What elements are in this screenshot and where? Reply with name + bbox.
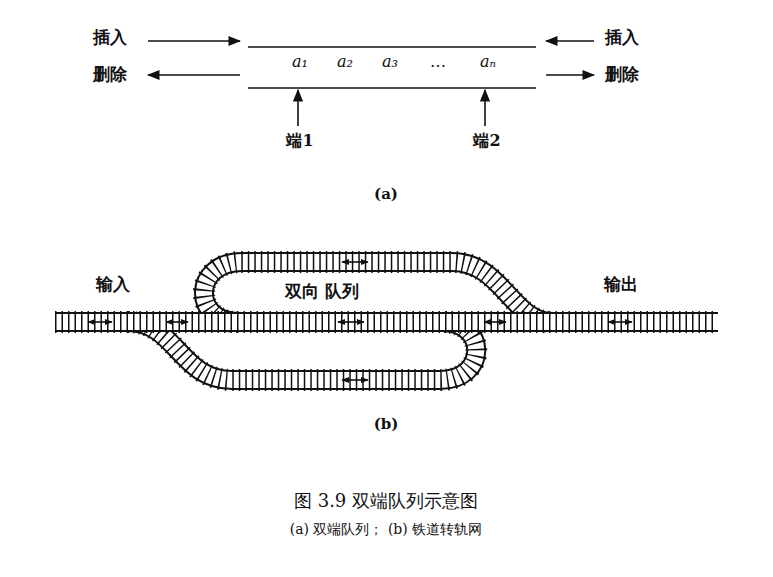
operation-label: 插入	[603, 28, 641, 48]
deque-figure	[148, 41, 594, 126]
subcaption: (a) 双端队列； (b) 铁道转轨网	[288, 521, 485, 537]
end-label: 端1	[284, 132, 315, 150]
subfigure-label: (a)	[372, 186, 400, 203]
railway-network	[55, 262, 718, 380]
element-label: aₙ	[478, 53, 498, 71]
subfigure-label: (b)	[372, 416, 401, 433]
end-label: 端2	[471, 132, 502, 150]
ellipsis-label: …	[428, 53, 448, 71]
element-label: a₁	[290, 53, 310, 71]
track-label: 输入	[94, 275, 132, 295]
operation-label: 删除	[91, 65, 129, 85]
track-label: 双向 队列	[283, 282, 361, 302]
element-label: a₂	[335, 53, 355, 71]
operation-label: 删除	[603, 65, 641, 85]
operation-label: 插入	[91, 28, 129, 48]
element-label: a₃	[380, 53, 400, 71]
track-label: 输出	[602, 275, 640, 295]
figure-caption: 图 3.9 双端队列示意图	[292, 491, 480, 512]
